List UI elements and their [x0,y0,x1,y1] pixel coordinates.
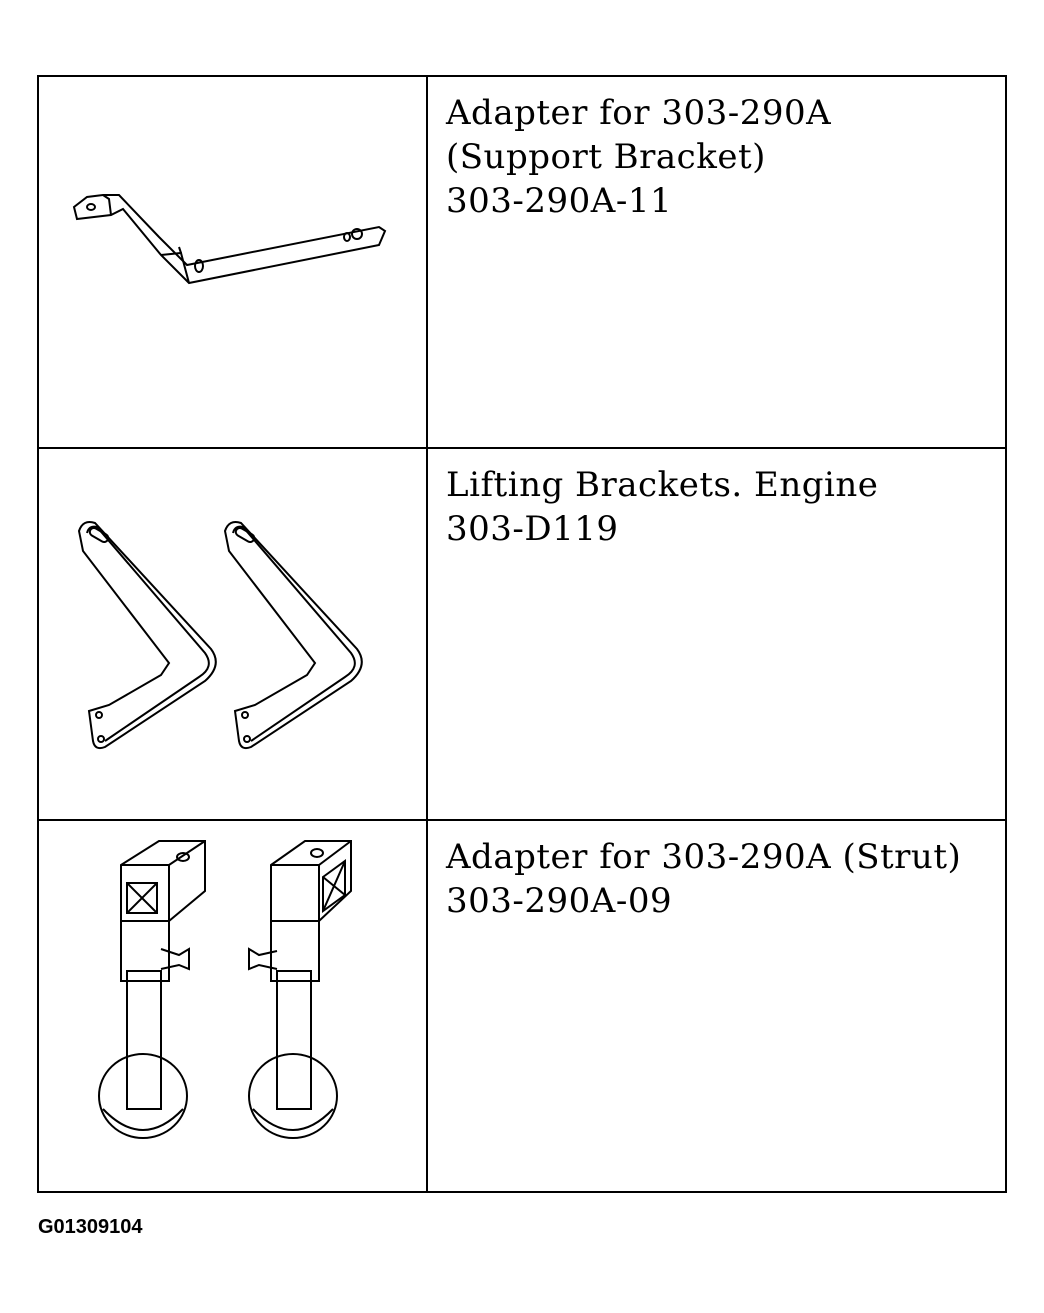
figure-code: G01309104 [38,1216,143,1238]
tool-row-lifting-brackets: Lifting Brackets. Engine 303-D119 [39,449,1005,821]
description-cell: Lifting Brackets. Engine 303-D119 [428,449,1005,819]
tool-name: Lifting Brackets. Engine [446,465,879,505]
description-cell: Adapter for 303-290A (Strut) 303-290A-09 [428,821,1005,1191]
tool-row-strut-adapter: Adapter for 303-290A (Strut) 303-290A-09 [39,821,1005,1191]
tool-part-number: 303-290A-11 [446,181,673,221]
illustration-cell [39,821,428,1191]
support-bracket-icon [72,194,387,285]
tool-row-support-bracket: Adapter for 303-290A (Support Bracket) 3… [39,77,1005,449]
lifting-brackets-icon [77,521,363,750]
tool-part-number: 303-290A-09 [446,881,673,921]
strut-adapter-icon [98,840,352,1139]
tool-name: Adapter for 303-290A (Strut) [446,837,962,877]
description-cell: Adapter for 303-290A (Support Bracket) 3… [428,77,1005,447]
illustration-cell [39,449,428,819]
tool-name: Adapter for 303-290A (Support Bracket) [446,93,832,177]
tool-part-number: 303-D119 [446,509,619,549]
illustration-cell [39,77,428,447]
special-tools-table: Adapter for 303-290A (Support Bracket) 3… [37,75,1007,1193]
